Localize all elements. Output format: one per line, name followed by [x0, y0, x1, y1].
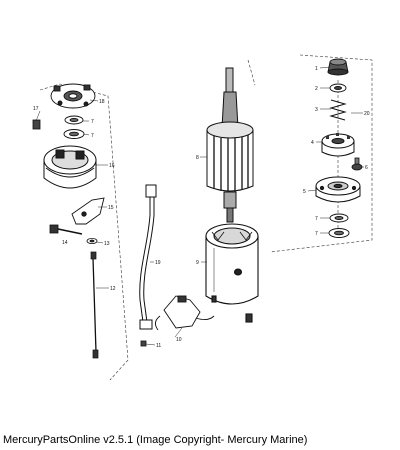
part-13-washer[interactable]	[86, 237, 98, 244]
callout-4: 4	[311, 140, 314, 146]
leader-lines	[35, 66, 364, 346]
part-5-drive-head[interactable]	[315, 176, 361, 203]
callout-8: 8	[196, 155, 199, 161]
part-9-starter-frame[interactable]	[205, 223, 259, 323]
exploded-parts-diagram: 18 17 7 7 16 15 14 13 12 19 10 11 8 9 1 …	[32, 54, 373, 381]
callout-14: 14	[62, 240, 68, 246]
callout-20: 20	[364, 111, 370, 117]
part-8-armature[interactable]	[206, 67, 254, 223]
callout-1: 1	[315, 66, 318, 72]
part-7-washers-left[interactable]	[63, 115, 85, 139]
callout-11: 11	[156, 343, 161, 349]
part-14-bolt[interactable]	[49, 224, 83, 235]
callout-6: 6	[365, 165, 368, 171]
callout-7-right-a: 7	[315, 216, 318, 222]
callout-19: 19	[155, 260, 161, 266]
part-10-brush-holder[interactable]	[155, 295, 215, 331]
callout-9: 9	[196, 260, 199, 266]
part-16-end-cap[interactable]	[43, 145, 97, 189]
callout-5: 5	[303, 189, 306, 195]
part-4-drive-gear[interactable]	[321, 133, 355, 157]
callout-7-left-b: 7	[91, 133, 94, 139]
image-caption: MercuryPartsOnline v2.5.1 (Image Copyrig…	[3, 434, 308, 446]
callout-18: 18	[99, 99, 105, 105]
part-11-brush-clip[interactable]	[140, 340, 147, 347]
callout-2: 2	[315, 86, 318, 92]
callout-7-left-a: 7	[91, 119, 94, 125]
callout-labels: 18 17 7 7 16 15 14 13 12 19 10 11 8 9 1 …	[33, 66, 370, 349]
callout-3: 3	[315, 107, 318, 113]
callout-12: 12	[110, 286, 116, 292]
callout-10: 10	[176, 337, 182, 343]
part-1-nut[interactable]	[327, 58, 349, 76]
callout-13: 13	[104, 241, 110, 247]
part-3-spring[interactable]	[329, 99, 347, 121]
part-2-washer[interactable]	[329, 83, 347, 93]
callout-15: 15	[108, 205, 114, 211]
part-6-screw-right[interactable]	[351, 157, 363, 171]
part-12-through-bolt[interactable]	[90, 251, 99, 359]
callout-7-right-b: 7	[315, 231, 318, 237]
part-18-commutator-end-plate[interactable]	[50, 83, 96, 109]
part-19-cable[interactable]	[139, 184, 157, 330]
callout-17: 17	[33, 106, 39, 112]
callout-16: 16	[109, 163, 115, 169]
part-7-washers-right[interactable]	[328, 213, 350, 238]
part-17-screw[interactable]	[32, 119, 41, 130]
part-15-bracket[interactable]	[71, 197, 105, 225]
